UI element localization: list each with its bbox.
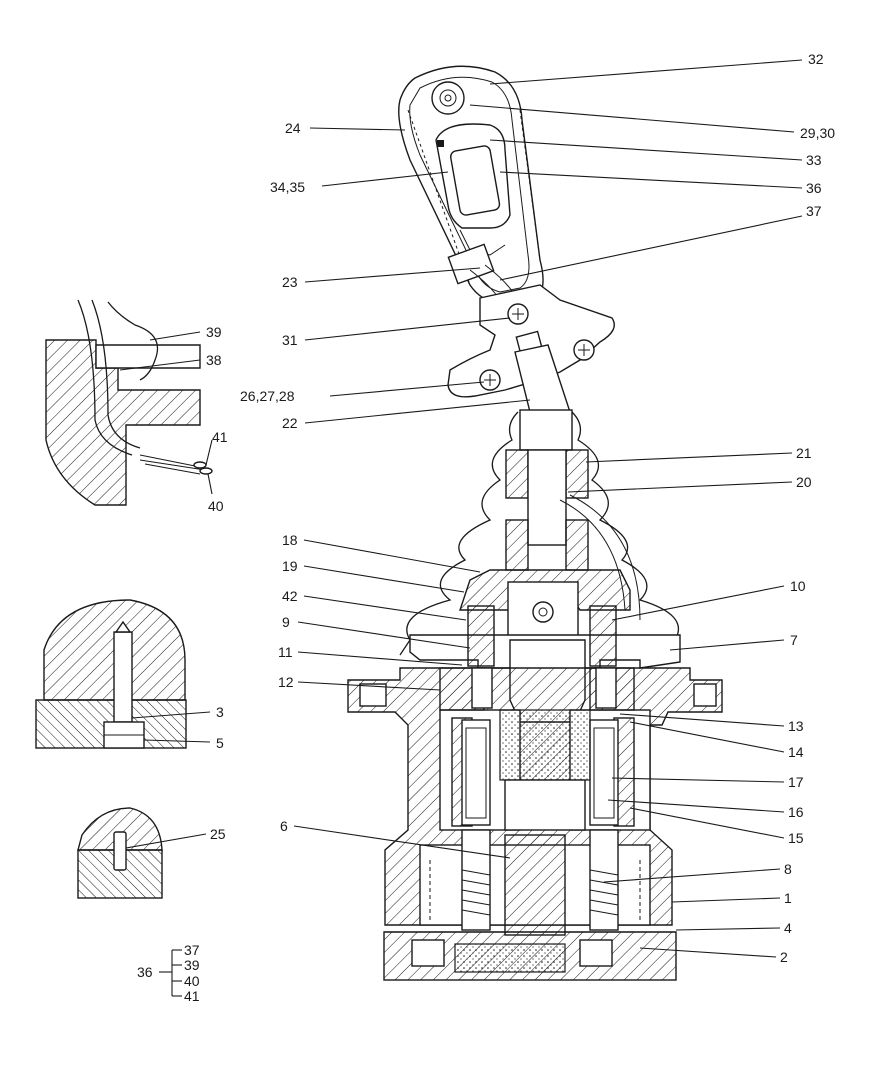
callout-19: 19	[282, 558, 298, 574]
callout-14: 14	[788, 744, 804, 760]
spring-left	[461, 869, 491, 916]
push-button-icon	[431, 81, 465, 115]
pivot-icon	[532, 601, 554, 623]
joystick-grip	[398, 65, 544, 306]
callout-21: 21	[796, 445, 812, 461]
callout-11: 11	[278, 644, 293, 660]
callout-42: 42	[282, 588, 298, 604]
callout-36: 36	[806, 180, 822, 196]
grip-bracket	[447, 284, 615, 413]
callout-41: 41	[212, 429, 228, 445]
callout-22: 22	[282, 415, 298, 431]
callout-34-35: 34,35	[270, 179, 305, 195]
kit-legend-child: 39	[184, 957, 200, 973]
callout-12: 12	[278, 674, 294, 690]
callout-20: 20	[796, 474, 812, 490]
detail-pin	[77, 807, 163, 899]
callout-3: 3	[216, 704, 224, 720]
callout-33: 33	[806, 152, 822, 168]
base-plate	[383, 931, 677, 981]
callout-23: 23	[282, 274, 298, 290]
callout-8: 8	[784, 861, 792, 877]
callout-16: 16	[788, 804, 804, 820]
kit-legend-child: 41	[184, 988, 200, 1004]
kit-legend-bracket	[159, 949, 182, 997]
spring-right	[589, 869, 619, 916]
callout-18: 18	[282, 532, 298, 548]
callout-7: 7	[790, 632, 798, 648]
kit-legend-child: 40	[184, 973, 200, 989]
callout-6: 6	[280, 818, 288, 834]
callout-24: 24	[285, 120, 301, 136]
callout-17: 17	[788, 774, 804, 790]
callout-29-30: 29,30	[800, 125, 835, 141]
detail-bolt	[35, 599, 187, 749]
callout-1: 1	[784, 890, 792, 906]
callout-37: 37	[806, 203, 822, 219]
callout-15: 15	[788, 830, 804, 846]
callout-38: 38	[206, 352, 222, 368]
callout-32: 32	[808, 51, 824, 67]
shaft-upper	[459, 409, 641, 643]
leader-lines	[119, 59, 803, 958]
kit-legend-child: 37	[184, 942, 200, 958]
rubber-boot	[399, 411, 681, 656]
callout-39: 39	[206, 324, 222, 340]
detail-cable-entry	[45, 299, 213, 506]
callout-40: 40	[208, 498, 224, 514]
callout-25: 25	[210, 826, 226, 842]
callout-2: 2	[780, 949, 788, 965]
callout-10: 10	[790, 578, 806, 594]
kit-legend-parent: 36	[137, 964, 153, 980]
callout-labels: 32 24 29,30 33 34,35 36 37 23 31 26,27,2…	[137, 51, 835, 1004]
callout-5: 5	[216, 735, 224, 751]
callout-31: 31	[282, 332, 298, 348]
valve-housing	[347, 667, 723, 936]
callout-26-27-28: 26,27,28	[240, 388, 295, 404]
callout-4: 4	[784, 920, 792, 936]
callout-13: 13	[788, 718, 804, 734]
callout-9: 9	[282, 614, 290, 630]
